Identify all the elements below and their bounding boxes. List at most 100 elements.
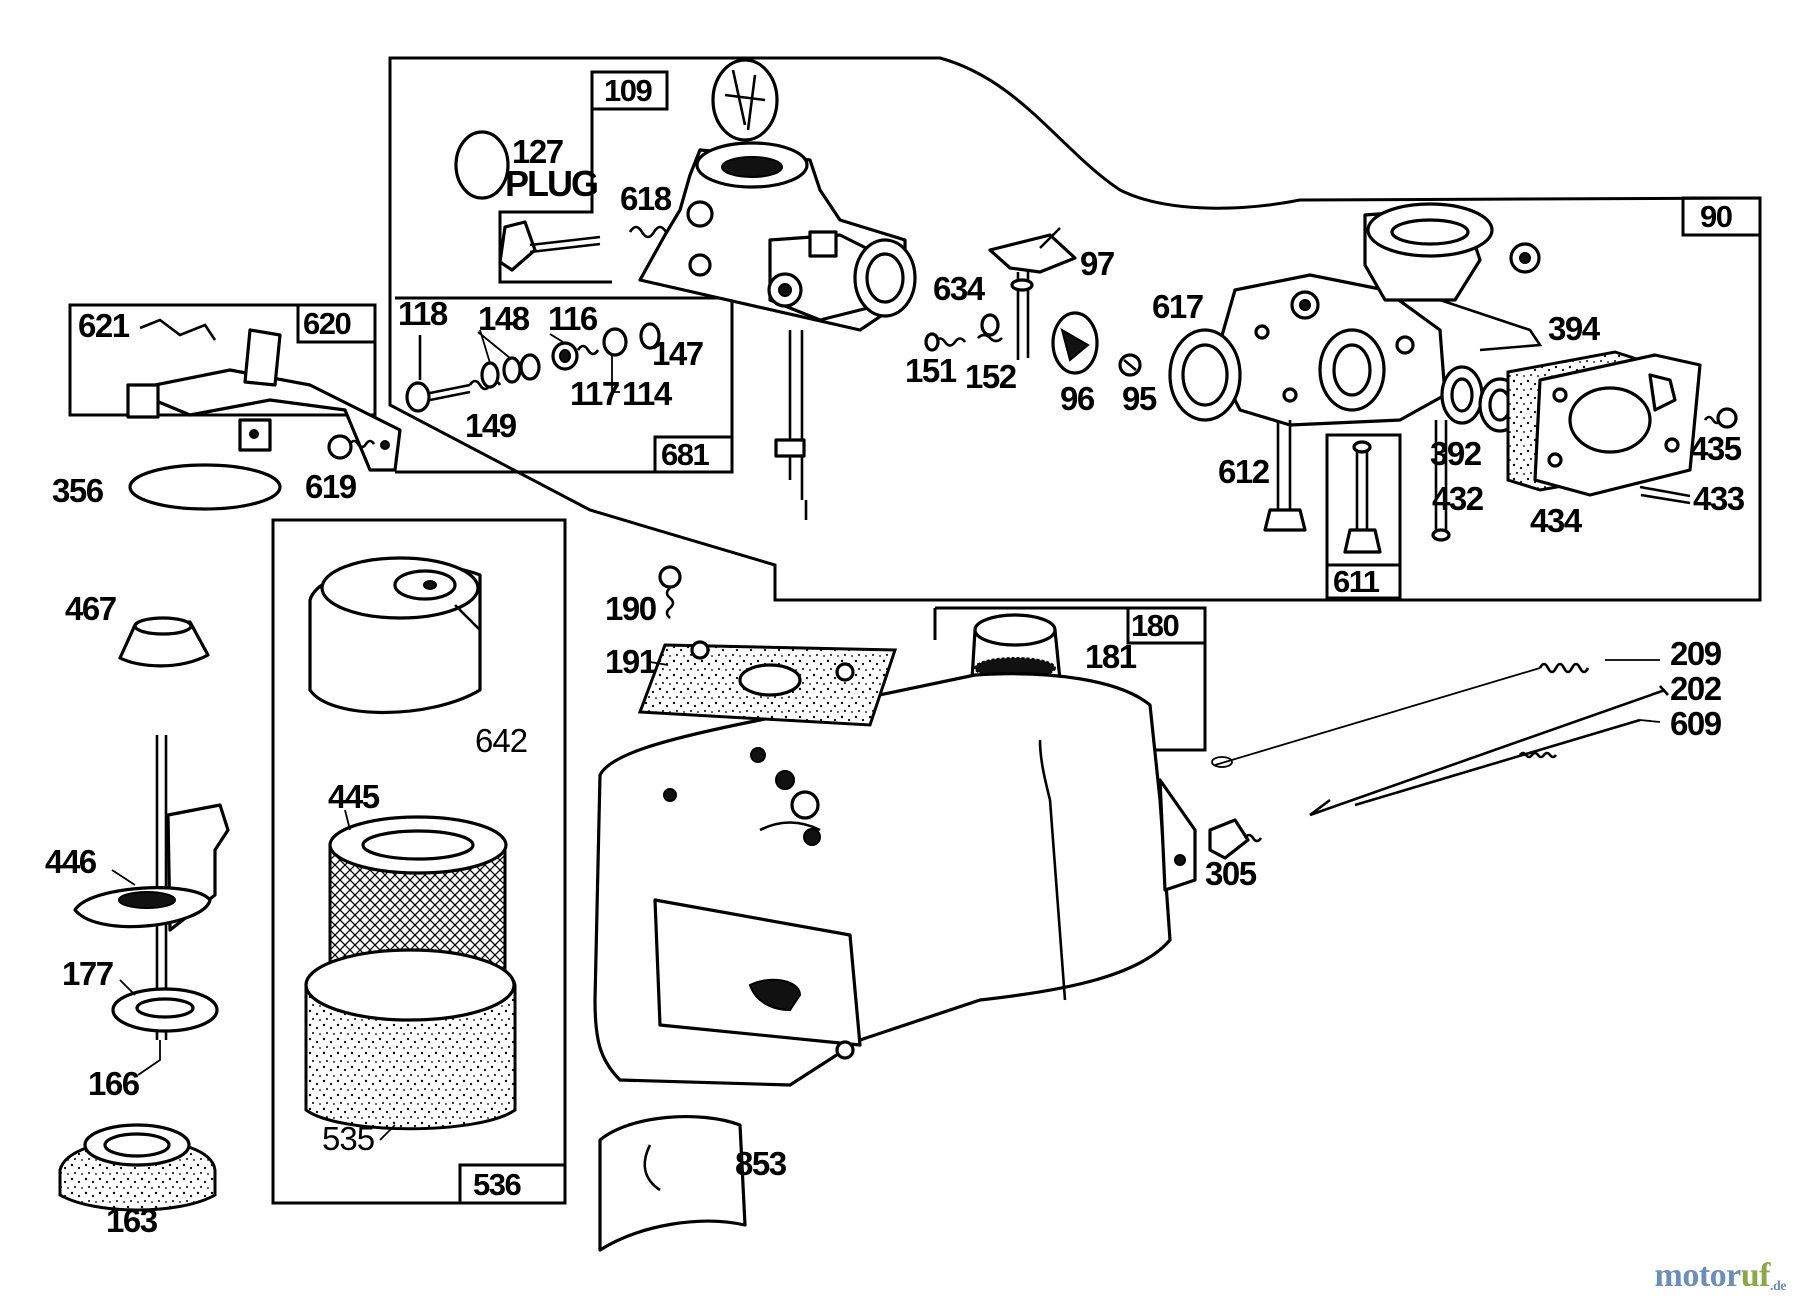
label-305: 305	[1205, 855, 1257, 892]
washer-177	[111, 987, 219, 1033]
label-177: 177	[62, 955, 113, 992]
watermark-logo: motoruf.de	[1654, 1257, 1787, 1295]
governor-spring-209	[1211, 659, 1660, 768]
label-434: 434	[1530, 502, 1583, 539]
label-619: 619	[305, 468, 357, 505]
fuel-tank	[593, 672, 1197, 1087]
leader-446	[111, 869, 136, 886]
throttle-plate-96	[1051, 311, 1099, 375]
label-612: 612	[1218, 453, 1270, 490]
label-97: 97	[1080, 245, 1114, 282]
needle-valve-assembly	[405, 322, 661, 413]
label-181: 181	[1085, 638, 1137, 675]
label-149: 149	[465, 407, 517, 444]
throttle-lever-97	[988, 227, 1077, 360]
label-445: 445	[328, 778, 380, 815]
leader-535	[379, 1124, 396, 1141]
carburetor-body-617	[1168, 202, 1543, 427]
ring-356	[128, 463, 282, 511]
label-433: 433	[1693, 480, 1745, 517]
label-152: 152	[965, 358, 1017, 395]
label-432: 432	[1432, 480, 1484, 517]
screw-95	[1118, 353, 1142, 377]
label-148: 148	[478, 300, 530, 337]
label-609: 609	[1670, 705, 1722, 742]
bracket-853	[598, 1114, 747, 1252]
label-853: 853	[735, 1145, 787, 1182]
bolt-611	[1343, 440, 1382, 554]
seal-163	[58, 1123, 217, 1212]
label-114: 114	[622, 375, 673, 412]
label-634: 634	[933, 270, 986, 307]
gasket-191	[637, 640, 898, 727]
label-618: 618	[620, 180, 672, 217]
label-620: 620	[303, 306, 350, 341]
label-116: 116	[548, 300, 598, 337]
foam-precleaner-535	[304, 948, 517, 1131]
label-209: 209	[1670, 635, 1722, 672]
spring-152	[977, 313, 1003, 343]
label-96: 96	[1060, 380, 1095, 417]
upper-carburetor-body	[638, 141, 917, 520]
cap-467	[118, 616, 210, 668]
label-190: 190	[605, 590, 656, 627]
label-147: 147	[652, 335, 703, 372]
box-536: 536	[271, 518, 567, 1205]
fitting-305	[1208, 818, 1263, 860]
box-90: 90	[1681, 196, 1762, 237]
label-118: 118	[398, 295, 448, 332]
label-191: 191	[605, 643, 657, 680]
box-180: 180	[933, 606, 1207, 752]
throttle-bracket	[126, 318, 402, 472]
idle-screw-151	[924, 332, 967, 352]
leader-177	[119, 979, 136, 996]
label-536: 536	[473, 1167, 521, 1202]
air-cleaner-cover-642	[308, 556, 482, 715]
label-617: 617	[1152, 288, 1203, 325]
watermark-part-b: uf	[1740, 1257, 1771, 1294]
label-392: 392	[1430, 435, 1482, 472]
leader-445	[344, 809, 351, 831]
leader-191	[649, 661, 669, 666]
label-151: 151	[905, 352, 957, 389]
carburetor-group-frame	[388, 56, 1762, 602]
box-681: 681	[395, 296, 734, 474]
label-467: 467	[65, 590, 116, 627]
diaphragm-394	[1506, 350, 1702, 497]
screw-619	[327, 434, 376, 460]
box-611: 611	[1325, 433, 1402, 600]
watermark-part-c: .de	[1770, 1279, 1787, 1294]
label-681: 681	[661, 437, 709, 472]
label-356: 356	[52, 472, 104, 509]
label-180: 180	[1131, 608, 1178, 643]
watermark-part-a: motor	[1654, 1257, 1742, 1294]
label-202: 202	[1670, 670, 1722, 707]
label-535: 535	[322, 1120, 374, 1157]
pin-433	[1639, 485, 1691, 505]
choke-shaft	[498, 220, 601, 272]
bolt-612	[1263, 420, 1307, 532]
label-435: 435	[1690, 430, 1742, 467]
box-109: 109	[498, 70, 669, 284]
label-plug: PLUG	[505, 163, 597, 204]
plug-ring	[454, 130, 510, 200]
label-166: 166	[88, 1065, 140, 1102]
screw-435	[1703, 407, 1738, 429]
throttle-plate	[711, 58, 779, 142]
label-163: 163	[106, 1202, 158, 1239]
label-95: 95	[1122, 380, 1157, 417]
label-446: 446	[45, 843, 97, 880]
label-611: 611	[1333, 564, 1380, 599]
label-621: 621	[78, 307, 130, 344]
label-394: 394	[1548, 310, 1601, 347]
box-620: 620	[68, 303, 377, 417]
governor-link-202	[1309, 685, 1669, 817]
leader-166	[137, 1040, 161, 1076]
label-90: 90	[1700, 199, 1732, 234]
label-642: 642	[475, 722, 527, 759]
screw-190	[658, 565, 682, 619]
governor-link-609	[1354, 718, 1661, 807]
label-127: 127	[512, 133, 563, 170]
label-109: 109	[604, 73, 652, 108]
